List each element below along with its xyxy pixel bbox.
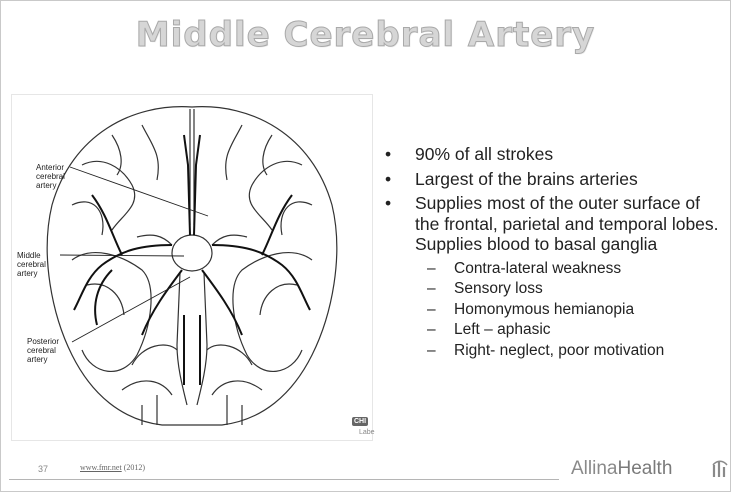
bullet-text: 90% of all strokes <box>415 144 553 164</box>
bullet-dot-icon: • <box>385 144 391 165</box>
dash-icon: – <box>427 341 436 362</box>
bullet-item: • Largest of the brains arteries <box>385 169 720 190</box>
label-anterior-cerebral-artery: Anterior cerebral artery <box>36 163 80 190</box>
bullet-text: Largest of the brains arteries <box>415 169 638 189</box>
dash-icon: – <box>427 300 436 321</box>
source-year: (2012) <box>124 463 145 472</box>
footer-divider <box>9 479 559 480</box>
sub-bullet-text: Contra-lateral weakness <box>454 260 621 277</box>
label-middle-cerebral-artery: Middle cerebral artery <box>17 251 57 278</box>
slide-title: Middle Cerebral Artery <box>1 15 730 55</box>
sub-bullet-item: – Right- neglect, poor motivation <box>385 341 720 362</box>
brain-illustration: Anterior cerebral artery Middle cerebral… <box>11 94 373 441</box>
bullet-list: • 90% of all strokes • Largest of the brai… <box>385 144 720 361</box>
logo-text-allina: Allina <box>571 458 617 479</box>
slide-number: 37 <box>38 464 48 474</box>
allina-logo-mark-icon <box>711 459 729 479</box>
bullet-item: • Supplies most of the outer surface of t… <box>385 193 720 255</box>
allina-health-logo: AllinaHealth <box>571 458 672 480</box>
sub-bullet-item: – Homonymous hemianopia <box>385 300 720 321</box>
sub-bullet-text: Homonymous hemianopia <box>454 301 634 318</box>
logo-text-health: Health <box>617 458 672 479</box>
figure-badge: CHI <box>352 417 368 426</box>
bullet-item: • 90% of all strokes <box>385 144 720 165</box>
source-link[interactable]: www.fmr.net <box>80 463 122 472</box>
sub-bullet-text: Right- neglect, poor motivation <box>454 342 664 359</box>
sub-bullet-item: – Contra-lateral weakness <box>385 259 720 280</box>
brain-drawing <box>12 95 372 440</box>
bullet-dot-icon: • <box>385 193 391 214</box>
dash-icon: – <box>427 320 436 341</box>
bullet-dot-icon: • <box>385 169 391 190</box>
source-citation: www.fmr.net (2012) <box>80 463 145 472</box>
bullet-text: Supplies most of the outer surface of th… <box>415 193 719 254</box>
sub-bullet-text: Left – aphasic <box>454 321 551 338</box>
sub-bullet-item: – Left – aphasic <box>385 320 720 341</box>
sub-bullet-text: Sensory loss <box>454 280 543 297</box>
sub-bullet-item: – Sensory loss <box>385 279 720 300</box>
figure-badge-caption: Labe <box>359 429 375 436</box>
dash-icon: – <box>427 279 436 300</box>
dash-icon: – <box>427 259 436 280</box>
label-posterior-cerebral-artery: Posterior cerebral artery <box>27 337 71 364</box>
